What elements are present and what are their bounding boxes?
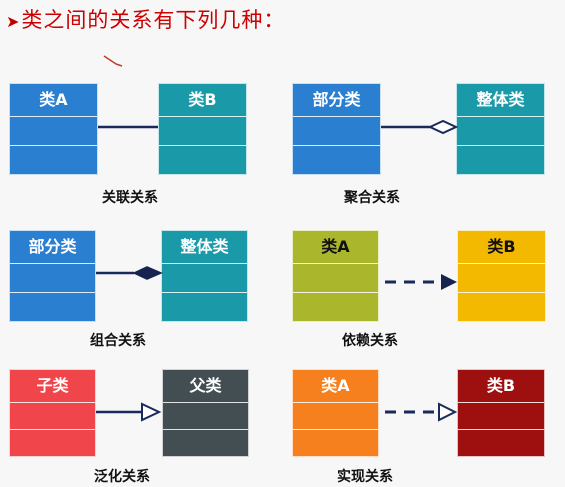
filled-diamond-icon	[132, 266, 163, 280]
methods-section	[458, 293, 545, 321]
slide-heading: ➤类之间的关系有下列几种：	[6, 6, 285, 34]
methods-section	[10, 146, 97, 174]
attributes-section	[163, 403, 248, 430]
methods-section	[163, 430, 248, 456]
dependency-left-class: 类A	[292, 230, 379, 322]
association-caption: 关联关系	[102, 190, 158, 206]
hollow-triangle-icon	[438, 402, 458, 422]
realization-left-class: 类A	[292, 369, 379, 457]
attributes-section	[293, 264, 378, 293]
attributes-section	[293, 403, 378, 430]
composition-line	[96, 266, 163, 280]
class-name: 部分类	[293, 84, 380, 117]
generalization-caption: 泛化关系	[94, 469, 150, 485]
hollow-diamond-icon	[427, 119, 459, 135]
attributes-section	[10, 403, 95, 430]
realization-caption: 实现关系	[337, 469, 393, 485]
aggregation-line	[381, 119, 459, 135]
methods-section	[293, 293, 378, 321]
aggregation-left-class: 部分类	[292, 83, 381, 175]
bullet-arrow-icon: ➤	[6, 12, 20, 31]
class-name: 父类	[163, 370, 248, 403]
methods-section	[458, 430, 544, 456]
dependency-line	[385, 274, 457, 290]
class-name: 整体类	[162, 231, 247, 264]
attributes-section	[159, 117, 246, 146]
methods-section	[162, 293, 247, 321]
methods-section	[10, 430, 95, 456]
composition-caption: 组合关系	[90, 333, 146, 349]
class-name: 类A	[293, 370, 378, 403]
class-name: 类A	[293, 231, 378, 264]
pen-stroke-icon	[103, 55, 123, 67]
methods-section	[293, 430, 378, 456]
attributes-section	[10, 264, 95, 293]
association-right-class: 类B	[158, 83, 247, 175]
realization-line	[385, 402, 458, 422]
generalization-line	[96, 402, 162, 422]
attributes-section	[162, 264, 247, 293]
class-name: 类B	[159, 84, 246, 117]
aggregation-right-class: 整体类	[456, 83, 545, 175]
aggregation-caption: 聚合关系	[344, 190, 400, 206]
composition-right-class: 整体类	[161, 230, 248, 322]
generalization-right-class: 父类	[162, 369, 249, 457]
methods-section	[457, 146, 544, 174]
methods-section	[293, 146, 380, 174]
methods-section	[10, 293, 95, 321]
attributes-section	[457, 117, 544, 146]
methods-section	[159, 146, 246, 174]
solid-arrowhead-icon	[441, 274, 457, 290]
class-name: 整体类	[457, 84, 544, 117]
dependency-caption: 依赖关系	[342, 333, 398, 349]
attributes-section	[293, 117, 380, 146]
heading-text: 类之间的关系有下列几种：	[21, 8, 286, 32]
attributes-section	[10, 117, 97, 146]
class-name: 类B	[458, 370, 544, 403]
attributes-section	[458, 264, 545, 293]
class-name: 类A	[10, 84, 97, 117]
attributes-section	[458, 403, 544, 430]
association-line	[98, 125, 158, 129]
composition-left-class: 部分类	[9, 230, 96, 322]
class-name: 部分类	[10, 231, 95, 264]
hollow-triangle-icon	[141, 402, 162, 422]
dependency-right-class: 类B	[457, 230, 546, 322]
class-name: 子类	[10, 370, 95, 403]
generalization-left-class: 子类	[9, 369, 96, 457]
association-left-class: 类A	[9, 83, 98, 175]
realization-right-class: 类B	[457, 369, 545, 457]
class-name: 类B	[458, 231, 545, 264]
